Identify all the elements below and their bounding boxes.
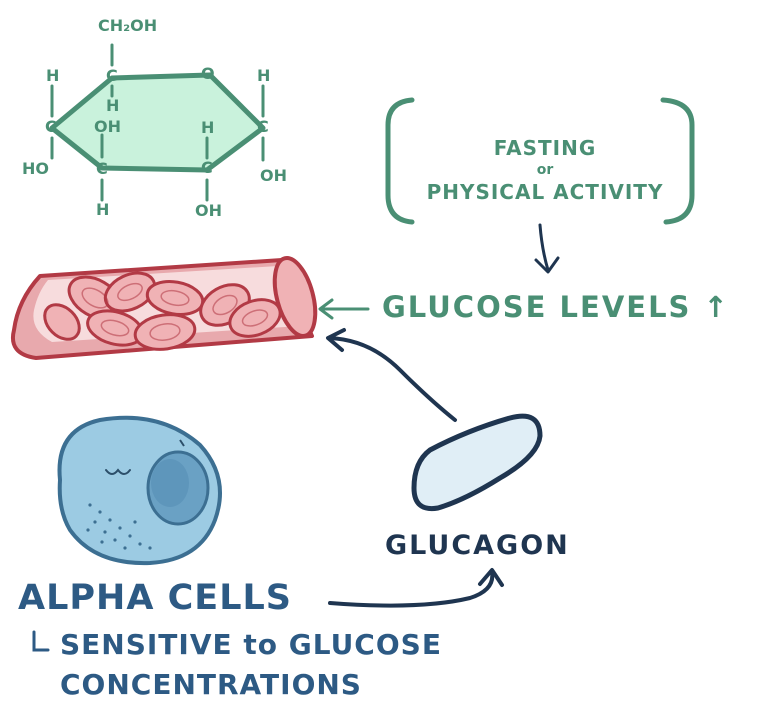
arrow-glucagon-to-vessel (328, 336, 457, 422)
arrow-alpha-head (478, 568, 504, 587)
atom-c-left: C (45, 117, 57, 136)
molecule-bonds (50, 43, 265, 202)
arrow-fasting-to-glucose (538, 223, 550, 272)
arrow-fasting-head (534, 256, 560, 274)
sensitive-label: SENSITIVE to GLUCOSE (60, 628, 442, 661)
glucagon-molecule (411, 413, 543, 512)
left-bracket (385, 97, 415, 225)
atom-h-top-right: H (257, 66, 271, 85)
atom-oh-c4: OH (195, 201, 222, 220)
glucose-ring (49, 72, 266, 173)
arrow-alpha-to-glucagon (328, 570, 495, 608)
atom-c1: C (106, 66, 118, 85)
cell-speckles (86, 503, 152, 550)
trigger-box: FASTING or PHYSICAL ACTIVITY (395, 115, 695, 225)
or-label: or (536, 162, 554, 178)
atom-ch2oh: CH₂OH (98, 16, 158, 35)
right-bracket (660, 97, 695, 225)
atom-ho-left: HO (22, 159, 49, 178)
atom-h-left: H (46, 66, 60, 85)
concentrations-label: CONCENTRATIONS (60, 668, 362, 701)
atom-h-c4: H (201, 118, 215, 137)
glucose-levels-label: GLUCOSE LEVELS ↑ (382, 290, 730, 324)
glucagon-label: GLUCAGON (385, 530, 570, 561)
atom-o-ring: O (201, 64, 215, 83)
atom-oh-right: OH (260, 166, 287, 185)
atom-h-c3: H (96, 200, 110, 219)
atom-oh-c3: OH (94, 117, 121, 136)
arrow-glucagon-head (326, 328, 346, 352)
atom-c-right: C (257, 117, 269, 136)
rbc-centers (81, 282, 269, 341)
atom-c3: C (96, 159, 108, 178)
atom-h-under-c1: H (106, 96, 120, 115)
alpha-cell (57, 415, 222, 566)
sub-bullet-corner (32, 630, 50, 652)
arrow-glucose-head (318, 298, 334, 320)
alpha-cells-label: ALPHA CELLS (18, 578, 293, 618)
physical-activity-label: PHYSICAL ACTIVITY (426, 180, 664, 204)
fasting-label: FASTING (493, 136, 597, 160)
red-blood-cells (43, 271, 282, 351)
atom-c4: C (201, 158, 213, 177)
